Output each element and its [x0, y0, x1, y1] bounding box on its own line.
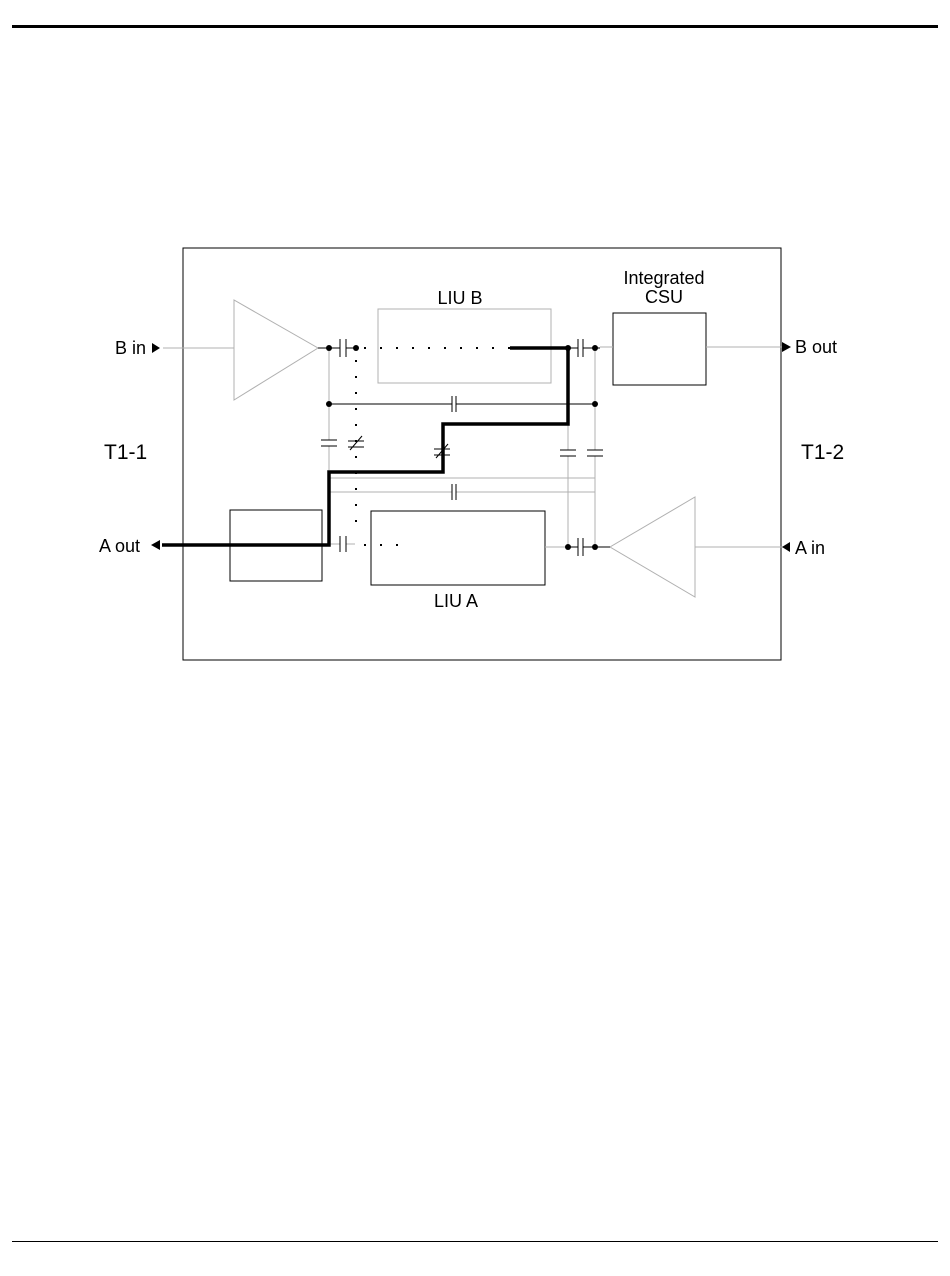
- faint-signal-lines: [163, 347, 785, 547]
- liu-a-box: [371, 511, 545, 585]
- footer-rule: [12, 1241, 938, 1242]
- port-b-out-label: B out: [795, 337, 837, 357]
- junction-dots: [326, 345, 598, 550]
- b-in-arrow-icon: [152, 343, 160, 353]
- csu-box: [613, 313, 706, 385]
- b-out-arrow-icon: [782, 342, 791, 352]
- csu-label-line2: CSU: [645, 287, 683, 307]
- liu-b-label: LIU B: [437, 288, 482, 308]
- active-signal-path: [162, 348, 568, 545]
- a-in-arrow-icon: [782, 542, 790, 552]
- csu-label-line1: Integrated: [623, 268, 704, 288]
- dotted-paths: [356, 348, 510, 545]
- port-a-out-label: A out: [99, 536, 140, 556]
- side-right-label: T1-2: [801, 441, 844, 464]
- port-b-in-label: B in: [115, 338, 146, 358]
- side-left-label: T1-1: [104, 441, 147, 464]
- a-out-arrow-icon: [151, 540, 160, 550]
- a-amplifier: [610, 497, 695, 597]
- b-amplifier: [234, 300, 318, 400]
- capacitor-symbols: [321, 339, 603, 556]
- port-a-in-label: A in: [795, 538, 825, 558]
- diagram-frame: [183, 248, 781, 660]
- liu-a-label: LIU A: [434, 591, 478, 611]
- liu-b-box: [378, 309, 551, 383]
